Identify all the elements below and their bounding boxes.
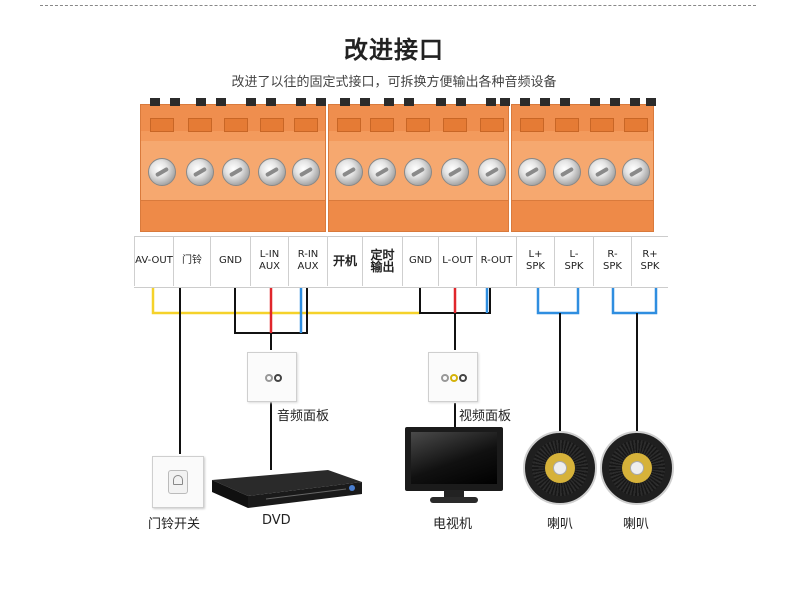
connector-notch: [170, 98, 180, 106]
video-jack-red: [459, 374, 467, 382]
terminal-screw: [404, 158, 432, 186]
audio-panel: [247, 352, 297, 402]
page-subtitle: 改进了以往的固定式接口，可拆换方便输出各种音频设备: [231, 75, 557, 90]
connector-notch: [196, 98, 206, 106]
doorbell-switch: [152, 456, 204, 508]
terminal-label: L-IN AUX: [250, 236, 288, 286]
video-panel: [428, 352, 478, 402]
connector-notch: [540, 98, 550, 106]
terminal-screw: [186, 158, 214, 186]
terminal-label: GND: [210, 236, 250, 286]
dvd-label: DVD: [262, 513, 291, 528]
terminal-slot: [443, 118, 467, 132]
connector-notch: [436, 98, 446, 106]
wire-yellow-av: [151, 288, 420, 315]
speaker-left-label: 喇叭: [547, 517, 574, 532]
connector-notch: [404, 98, 414, 106]
tv-base: [430, 497, 478, 503]
terminal-screw: [258, 158, 286, 186]
terminal-label: L- SPK: [554, 236, 593, 286]
dvd-player: [212, 470, 362, 508]
terminal-slot: [624, 118, 648, 132]
terminal-screw: [368, 158, 396, 186]
speaker-right-label: 喇叭: [623, 517, 650, 532]
connector-notch: [266, 98, 276, 106]
connector-notch: [486, 98, 496, 106]
terminal-screw: [441, 158, 469, 186]
bell-icon: [173, 475, 183, 485]
connector-notch: [360, 98, 370, 106]
terminal-screw: [292, 158, 320, 186]
tv-label: 电视机: [433, 517, 473, 532]
terminal-slot: [294, 118, 318, 132]
speaker-left: [523, 431, 597, 505]
terminal-label: 开机: [327, 236, 362, 286]
terminal-screw: [622, 158, 650, 186]
terminal-slot: [555, 118, 579, 132]
connector-notch: [246, 98, 256, 106]
terminal-screw: [553, 158, 581, 186]
terminal-slot: [188, 118, 212, 132]
connector-notch: [590, 98, 600, 106]
video-panel-label: 视频面板: [459, 409, 512, 424]
terminal-screw: [588, 158, 616, 186]
terminal-slot: [150, 118, 174, 132]
terminal-label: L+ SPK: [516, 236, 554, 286]
terminal-label: 定时 输出: [362, 236, 402, 286]
connector-notch: [456, 98, 466, 106]
terminal-screw: [222, 158, 250, 186]
tv-stand: [444, 490, 464, 498]
terminal-screw: [518, 158, 546, 186]
terminal-slot: [224, 118, 248, 132]
terminal-slot: [337, 118, 361, 132]
terminal-slot: [480, 118, 504, 132]
terminal-label: R-OUT: [476, 236, 516, 286]
connector-notch: [520, 98, 530, 106]
top-dashed-divider: [40, 5, 756, 6]
wire-blue-right-speaker: [611, 288, 658, 315]
terminal-screw: [478, 158, 506, 186]
terminal-label-bar: [134, 236, 668, 288]
terminal-label: GND: [402, 236, 438, 286]
terminal-slot: [520, 118, 544, 132]
terminal-slot: [590, 118, 614, 132]
terminal-slot: [406, 118, 430, 132]
terminal-slot: [260, 118, 284, 132]
connector-notch: [560, 98, 570, 106]
video-jack-white: [441, 374, 449, 382]
terminal-slot: [370, 118, 394, 132]
terminal-screw: [148, 158, 176, 186]
tv: [405, 427, 503, 491]
audio-jack-white: [265, 374, 273, 382]
connector-notch: [384, 98, 394, 106]
page-title: 改进接口: [344, 36, 444, 64]
connector-notch: [150, 98, 160, 106]
terminal-label: AV-OUT: [134, 236, 173, 286]
connector-notch: [316, 98, 326, 106]
connector-notch: [630, 98, 640, 106]
video-jack-yellow: [450, 374, 458, 382]
terminal-label: L-OUT: [438, 236, 476, 286]
doorbell-switch-label: 门铃开关: [148, 517, 201, 532]
connector-notch: [610, 98, 620, 106]
terminal-label: R+ SPK: [631, 236, 668, 286]
connector-notch: [646, 98, 656, 106]
terminal-screw: [335, 158, 363, 186]
terminal-label: 门铃: [173, 236, 210, 286]
connector-notch: [340, 98, 350, 106]
audio-panel-label: 音频面板: [277, 409, 330, 424]
connector-notch: [296, 98, 306, 106]
connector-notch: [500, 98, 510, 106]
terminal-label: R- SPK: [593, 236, 631, 286]
audio-jack-red: [274, 374, 282, 382]
wire-blue-left-speaker: [536, 288, 580, 315]
speaker-right: [600, 431, 674, 505]
tv-screen: [411, 432, 497, 484]
connector-notch: [216, 98, 226, 106]
terminal-label: R-IN AUX: [288, 236, 327, 286]
